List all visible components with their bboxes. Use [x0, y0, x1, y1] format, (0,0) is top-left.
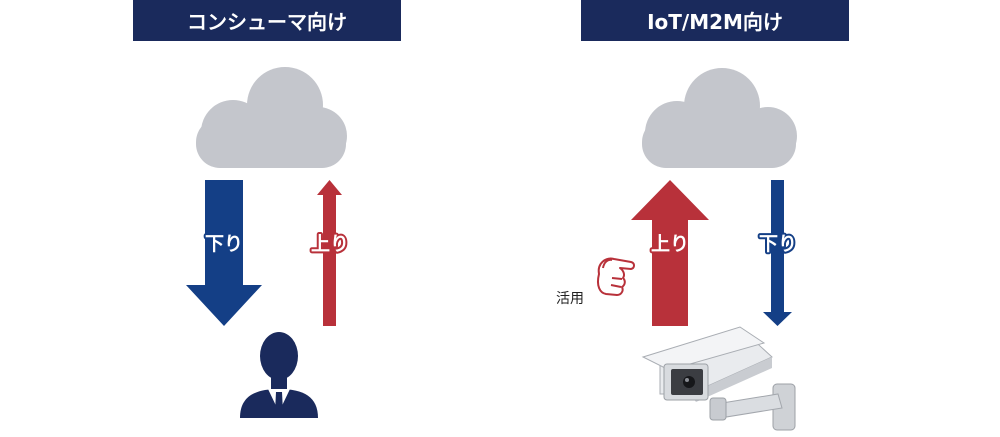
- consumer-down-label: 下り: [205, 233, 243, 255]
- consumer-up-label: 上り: [311, 233, 349, 255]
- consumer-title: コンシューマ向け: [133, 0, 401, 41]
- consumer-up-arrow: 上り: [309, 180, 351, 326]
- iot-down-label: 下り: [759, 233, 797, 255]
- security-camera-icon: [641, 326, 796, 431]
- iot-up-label: 上り: [651, 233, 689, 255]
- usage-annotation: 活用: [556, 291, 584, 307]
- consumer-down-arrow: 下り: [186, 180, 262, 326]
- iot-up-arrow: 上り: [631, 180, 709, 326]
- pointing-hand-icon: [596, 257, 635, 296]
- iot-down-arrow: 下り: [757, 180, 799, 326]
- iot-title: IoT/M2M向け: [581, 0, 849, 41]
- cloud-icon: [196, 67, 347, 168]
- person-icon: [240, 332, 318, 418]
- cloud-icon: [642, 68, 797, 168]
